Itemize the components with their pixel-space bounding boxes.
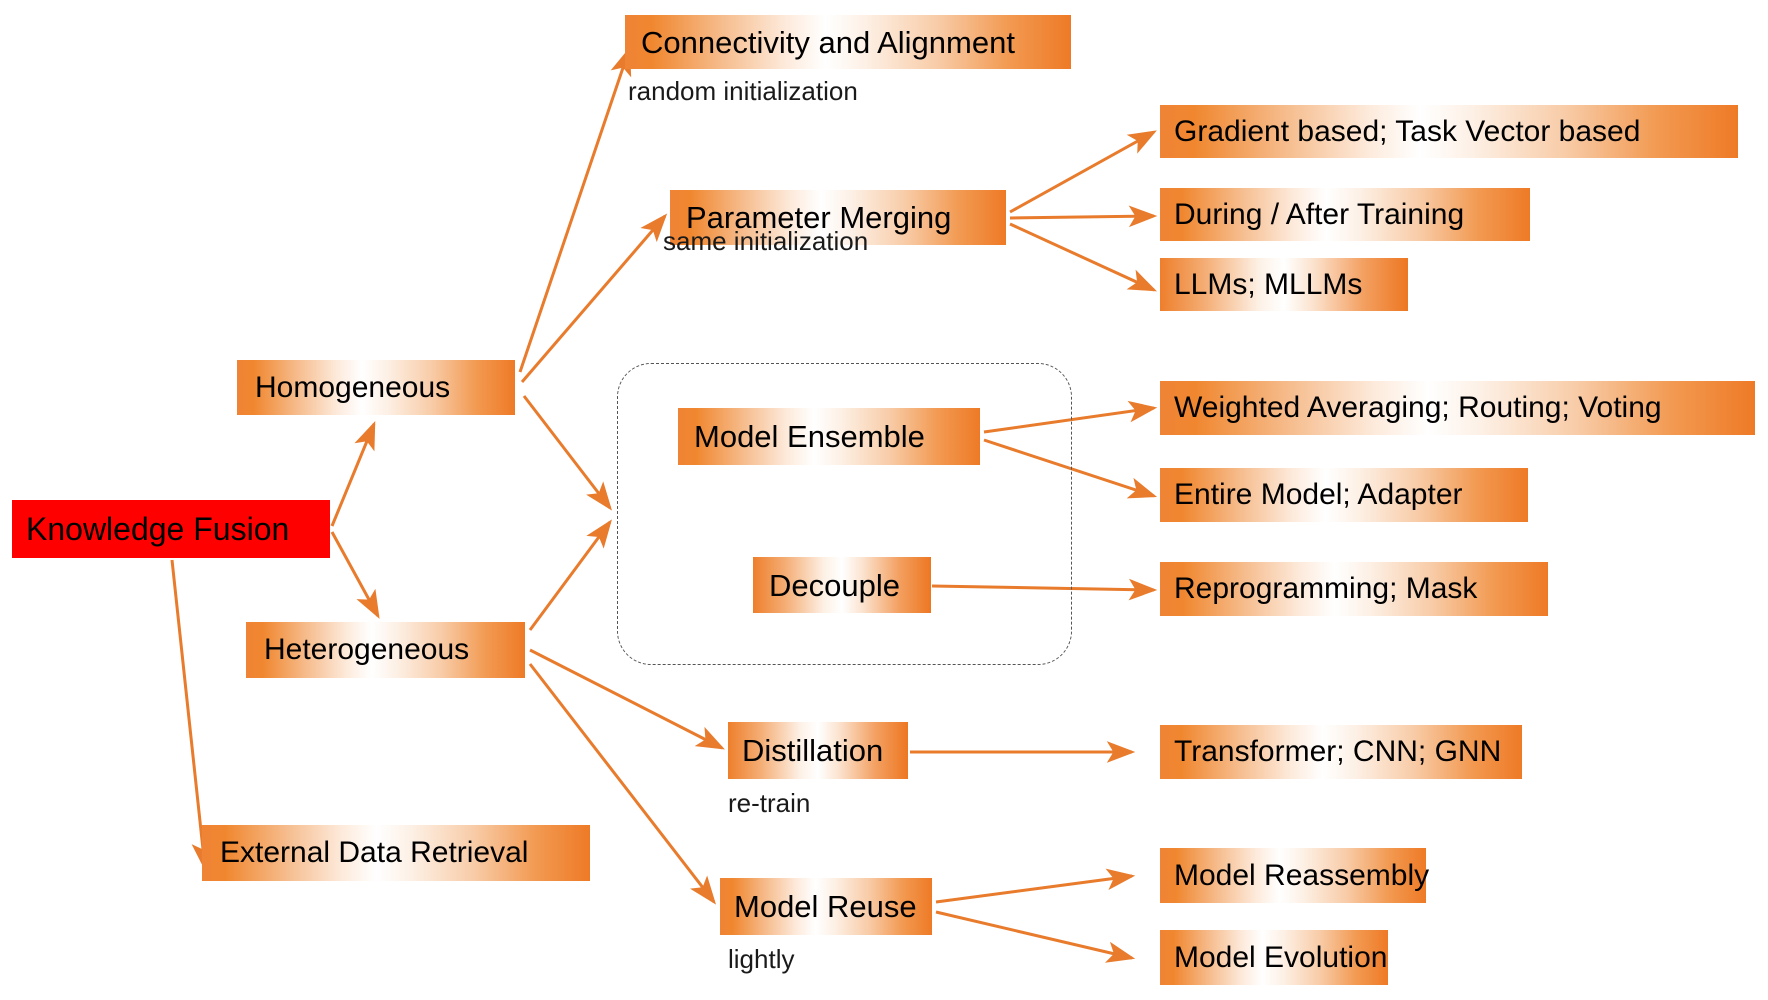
- node-model-evolution[interactable]: Model Evolution: [1160, 930, 1388, 985]
- node-model-reassembly[interactable]: Model Reassembly: [1160, 848, 1430, 903]
- node-llms-mllms-label: LLMs; MLLMs: [1174, 267, 1363, 301]
- node-transformer-cnn-gnn-label: Transformer; CNN; GNN: [1174, 735, 1502, 768]
- node-weighted-routing-voting-label: Weighted Averaging; Routing; Voting: [1174, 391, 1662, 424]
- node-parameter-merging[interactable]: Parameter Merging: [670, 190, 1006, 245]
- edge-parameter-merging-to-gradient: [1009, 130, 1157, 214]
- node-distillation-label: Distillation: [742, 733, 884, 768]
- edge-heterogeneous-to-group: [528, 519, 612, 631]
- node-homogeneous-label: Homogeneous: [255, 370, 451, 404]
- heterogeneous-shared-group: [617, 363, 1072, 665]
- node-llms-mllms[interactable]: LLMs; MLLMs: [1160, 258, 1408, 311]
- annotation-random-initialization: random initialization: [628, 76, 858, 106]
- node-homogeneous[interactable]: Homogeneous: [237, 360, 515, 415]
- node-heterogeneous-label: Heterogeneous: [264, 633, 470, 666]
- edge-root-to-homogeneous: [330, 420, 376, 527]
- node-transformer-cnn-gnn[interactable]: Transformer; CNN; GNN: [1160, 725, 1522, 779]
- node-during-after-training[interactable]: During / After Training: [1160, 188, 1530, 241]
- node-heterogeneous[interactable]: Heterogeneous: [246, 622, 525, 678]
- edge-model-reuse-to-evolution: [935, 910, 1136, 963]
- edge-homogeneous-to-group: [522, 395, 613, 511]
- node-model-ensemble[interactable]: Model Ensemble: [678, 408, 980, 465]
- node-model-evolution-label: Model Evolution: [1174, 940, 1388, 974]
- node-entire-model-adapter[interactable]: Entire Model; Adapter: [1160, 468, 1528, 522]
- node-model-ensemble-label: Model Ensemble: [694, 419, 925, 454]
- node-weighted-routing-voting[interactable]: Weighted Averaging; Routing; Voting: [1160, 381, 1755, 435]
- node-entire-model-adapter-label: Entire Model; Adapter: [1174, 478, 1463, 511]
- node-distillation[interactable]: Distillation: [728, 722, 908, 779]
- node-reprogramming-mask-label: Reprogramming; Mask: [1174, 572, 1478, 605]
- annotation-lightly: lightly: [728, 944, 795, 974]
- node-knowledge-fusion-label: Knowledge Fusion: [26, 511, 290, 547]
- node-parameter-merging-label: Parameter Merging: [686, 200, 952, 235]
- node-decouple[interactable]: Decouple: [753, 557, 931, 613]
- node-external-data-retrieval[interactable]: External Data Retrieval: [202, 825, 590, 881]
- edge-model-reuse-to-reassembly: [935, 868, 1136, 904]
- edge-parameter-merging-to-during-after: [1009, 205, 1158, 228]
- node-knowledge-fusion[interactable]: Knowledge Fusion: [12, 500, 330, 558]
- node-reprogramming-mask[interactable]: Reprogramming; Mask: [1160, 562, 1548, 616]
- edge-root-to-external-data-retrieval: [170, 559, 214, 872]
- edge-parameter-merging-to-llms: [1009, 222, 1157, 292]
- node-gradient-task-vector-label: Gradient based; Task Vector based: [1174, 114, 1641, 148]
- annotation-re-train: re-train: [728, 788, 811, 818]
- node-connectivity-and-alignment-label: Connectivity and Alignment: [641, 24, 1015, 60]
- node-during-after-training-label: During / After Training: [1174, 197, 1465, 231]
- node-model-reuse[interactable]: Model Reuse: [720, 878, 932, 935]
- edge-root-to-heterogeneous: [330, 531, 380, 619]
- edge-homogeneous-to-parameter-merging: [520, 213, 668, 383]
- annotation-same-initialization: same initialization: [663, 226, 869, 256]
- node-external-data-retrieval-label: External Data Retrieval: [220, 836, 529, 869]
- node-model-reuse-label: Model Reuse: [734, 889, 917, 924]
- node-model-reassembly-label: Model Reassembly: [1174, 858, 1430, 892]
- node-connectivity-and-alignment[interactable]: Connectivity and Alignment: [625, 15, 1071, 69]
- edge-homogeneous-to-connectivity: [518, 46, 632, 373]
- node-gradient-task-vector[interactable]: Gradient based; Task Vector based: [1160, 105, 1738, 158]
- node-decouple-label: Decouple: [769, 567, 900, 603]
